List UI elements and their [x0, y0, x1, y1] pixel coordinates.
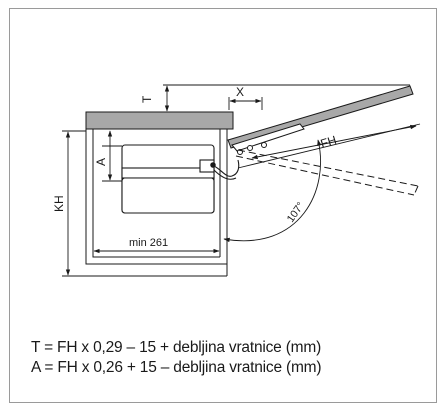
dimension-lines	[65, 84, 421, 276]
label-kh: KH	[52, 195, 66, 212]
cabinet-top-panel	[85, 111, 234, 130]
label-x: X	[236, 85, 244, 99]
lift-mechanism	[121, 144, 240, 214]
formula-t: T = FH x 0,29 – 15 + debljina vratnice (…	[31, 339, 322, 356]
diagram-frame	[9, 8, 437, 403]
label-min: min 261	[129, 237, 168, 249]
label-angle: 107°	[285, 200, 307, 225]
label-fh: FH	[319, 133, 338, 151]
dashed-door-position	[235, 149, 419, 196]
label-a: A	[94, 158, 108, 166]
formula-a: A = FH x 0,26 + 15 – debljina vratnice (…	[31, 359, 322, 376]
label-t: T	[140, 95, 154, 103]
